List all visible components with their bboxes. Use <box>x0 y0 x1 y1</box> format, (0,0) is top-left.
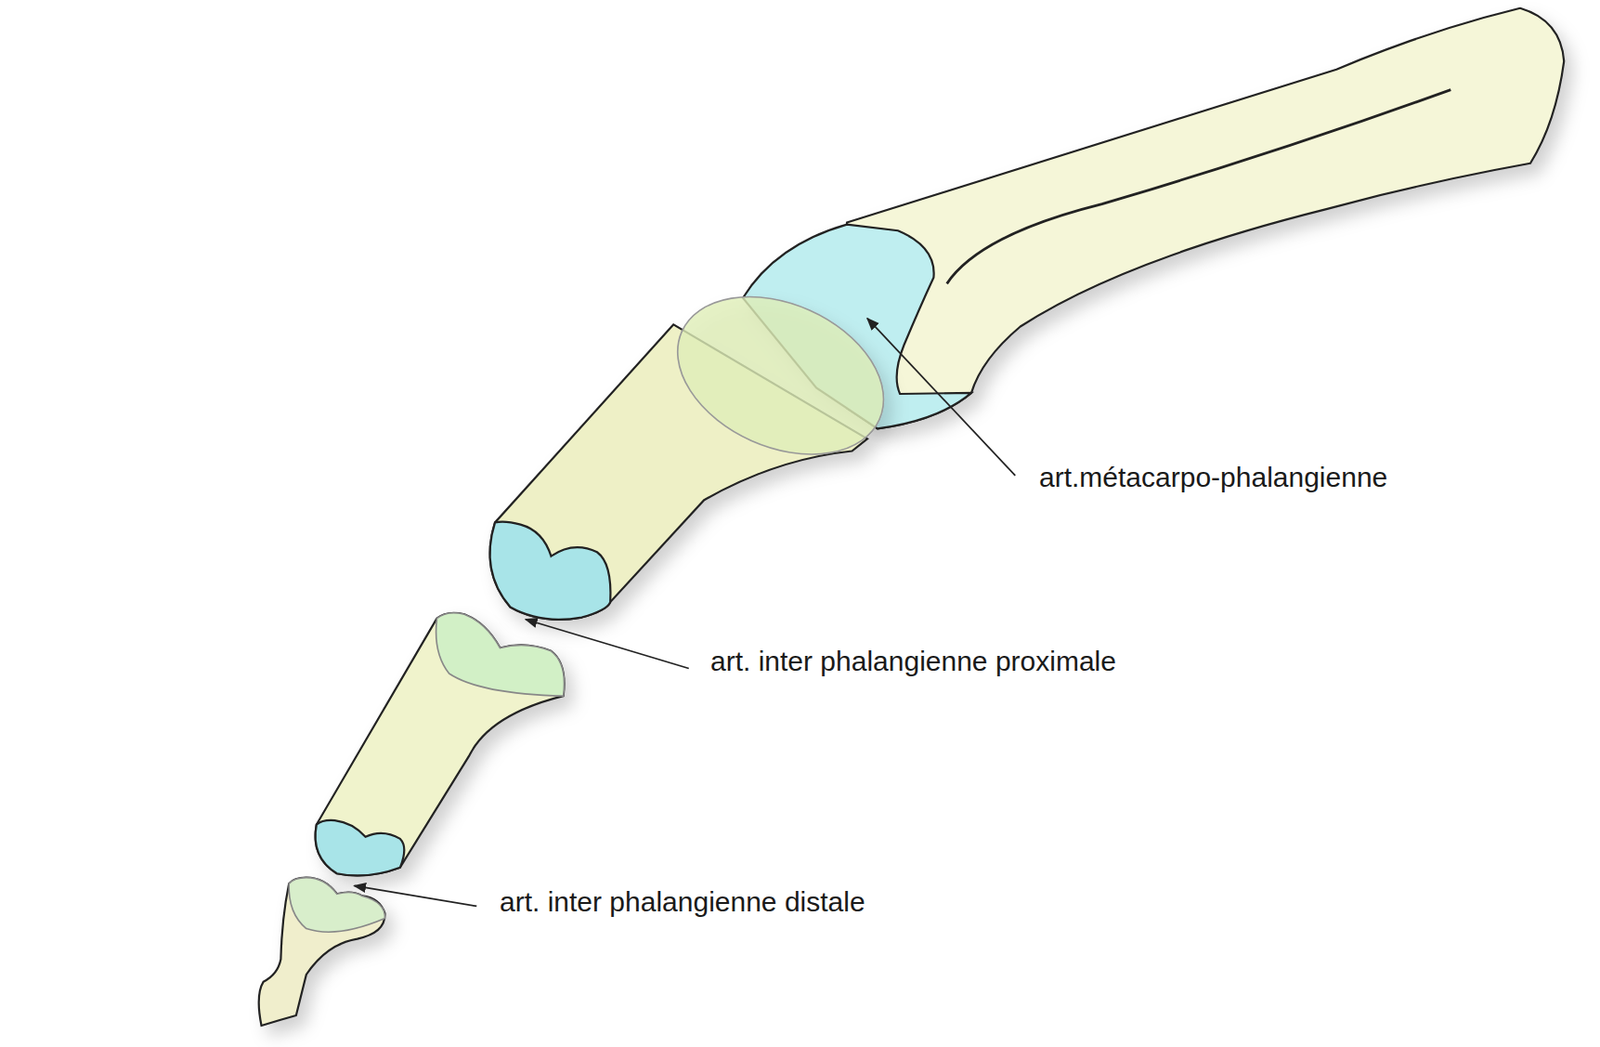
proximal-phalanx <box>490 266 910 620</box>
distal-phalanx <box>259 877 386 1026</box>
leader-line <box>353 884 477 906</box>
leader-line <box>525 619 690 669</box>
anatomy-label: art. inter phalangienne proximale <box>710 644 1117 678</box>
anatomy-label: art.métacarpo-phalangienne <box>1039 460 1388 495</box>
middle-phalanx <box>315 612 565 876</box>
leader-line <box>867 318 1015 476</box>
anatomy-label: art. inter phalangienne distale <box>499 884 866 919</box>
